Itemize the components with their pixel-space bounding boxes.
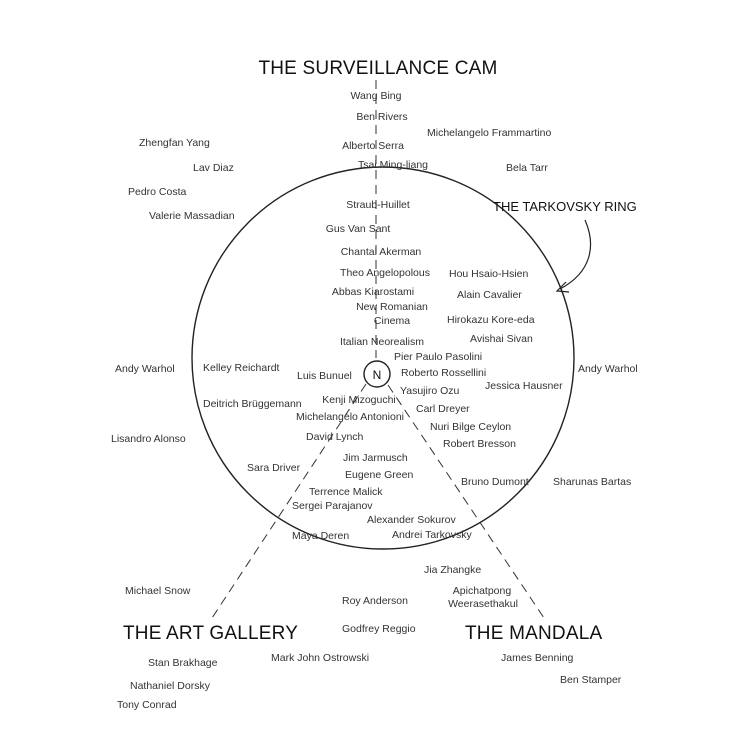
- name-andrei-tarkovsky: Andrei Tarkovsky: [392, 529, 472, 541]
- name-apichatpong-line1: Apichatpong: [452, 585, 512, 597]
- name-alexander-sokurov: Alexander Sokurov: [367, 514, 456, 526]
- name-straub-huillet: Straub-Huillet: [346, 199, 410, 211]
- name-jessica-hausner: Jessica Hausner: [485, 380, 563, 392]
- axis-art-gallery: [211, 383, 367, 619]
- name-new-romanian-cinema-line1: New Romanian: [356, 301, 428, 313]
- name-wang-bing: Wang Bing: [350, 90, 402, 102]
- name-alain-cavalier: Alain Cavalier: [457, 289, 522, 301]
- heading-art-gallery: THE ART GALLERY: [123, 623, 299, 644]
- tarkovsky-ring-circle: [191, 166, 575, 550]
- name-michael-snow: Michael Snow: [125, 585, 191, 597]
- hub-label: N: [372, 368, 382, 382]
- name-terrence-malick: Terrence Malick: [309, 486, 383, 498]
- name-new-romanian-cinema-line2: Cinema: [373, 315, 411, 327]
- name-roberto-rossellini: Roberto Rossellini: [401, 367, 487, 379]
- name-jim-jarmusch: Jim Jarmusch: [343, 452, 408, 464]
- name-james-benning: James Benning: [501, 652, 574, 664]
- name-sergei-parajanov: Sergei Parajanov: [292, 500, 373, 512]
- name-david-lynch: David Lynch: [306, 431, 364, 443]
- name-ben-stamper: Ben Stamper: [560, 674, 622, 686]
- name-bela-tarr: Bela Tarr: [506, 162, 548, 174]
- name-yasujiro-ozu: Yasujiro Ozu: [400, 385, 460, 397]
- name-andy-warhol-left: Andy Warhol: [115, 363, 175, 375]
- name-stan-brakhage: Stan Brakhage: [148, 657, 218, 669]
- name-lav-diaz: Lav Diaz: [193, 162, 234, 174]
- name-deitrich-bruggemann: Deitrich Brüggemann: [203, 398, 302, 410]
- name-kelley-reichardt: Kelley Reichardt: [203, 362, 280, 374]
- name-zhengfan-yang: Zhengfan Yang: [139, 137, 210, 149]
- ring-arrow: [559, 219, 592, 290]
- name-roy-anderson: Roy Anderson: [342, 595, 408, 607]
- name-gus-van-sant: Gus Van Sant: [325, 223, 391, 235]
- name-valerie-massadian: Valerie Massadian: [149, 210, 235, 222]
- name-andy-warhol-right: Andy Warhol: [578, 363, 638, 375]
- name-sara-driver: Sara Driver: [247, 462, 301, 474]
- name-pier-paolo-pasolini: Pier Paulo Pasolini: [394, 351, 483, 363]
- name-sharunas-bartas: Sharunas Bartas: [553, 476, 632, 488]
- name-alberto-serra: Alberto Serra: [342, 140, 404, 152]
- name-mark-john-ostrowski: Mark John Ostrowski: [271, 652, 370, 664]
- axis-mandala: [387, 384, 545, 619]
- name-eugene-green: Eugene Green: [345, 469, 414, 481]
- name-nuri-bilge-ceylon: Nuri Bilge Ceylon: [430, 421, 512, 433]
- name-jia-zhangke: Jia Zhangke: [424, 564, 482, 576]
- name-michelangelo-frammartino: Michelangelo Frammartino: [427, 127, 552, 139]
- name-tsai-ming-liang: Tsai Ming-liang: [357, 159, 429, 171]
- name-robert-bresson: Robert Bresson: [443, 438, 516, 450]
- name-maya-deren: Maya Deren: [292, 530, 350, 542]
- name-hirokazu-kore-eda: Hirokazu Kore-eda: [447, 314, 535, 326]
- name-tony-conrad: Tony Conrad: [117, 699, 177, 711]
- name-apichatpong-line2: Weerasethakul: [448, 598, 518, 610]
- name-carl-dreyer: Carl Dreyer: [416, 403, 470, 415]
- name-theo-angelopoulos: Theo Angelopolous: [340, 267, 430, 279]
- ring-arrow-head: [555, 281, 570, 293]
- name-nathaniel-dorsky: Nathaniel Dorsky: [130, 680, 210, 692]
- name-michelangelo-antonioni: Michelangelo Antonioni: [296, 411, 404, 423]
- name-lisandro-alonso: Lisandro Alonso: [111, 433, 186, 445]
- name-hou-hsiao-hsien: Hou Hsaio-Hsien: [449, 268, 529, 280]
- name-godfrey-reggio: Godfrey Reggio: [342, 623, 416, 635]
- name-italian-neorealism: Italian Neorealism: [339, 336, 425, 348]
- heading-tarkovsky-ring: THE TARKOVSKY RING: [493, 199, 637, 214]
- heading-mandala: THE MANDALA: [465, 623, 603, 644]
- name-ben-rivers: Ben Rivers: [356, 111, 408, 123]
- name-pedro-costa: Pedro Costa: [128, 186, 187, 198]
- name-avishai-sivan: Avishai Sivan: [470, 333, 533, 345]
- name-kenji-mizoguchi: Kenji Mizoguchi: [322, 394, 396, 406]
- name-luis-bunuel: Luis Bunuel: [297, 370, 352, 382]
- name-abbas-kiarostami: Abbas Kiarostami: [331, 286, 415, 298]
- hub-circle: [363, 360, 391, 388]
- name-chantal-akerman: Chantal Akerman: [340, 246, 422, 258]
- name-bruno-dumont: Bruno Dumont: [461, 476, 529, 488]
- heading-surveillance-cam: THE SURVEILLANCE CAM: [258, 58, 498, 79]
